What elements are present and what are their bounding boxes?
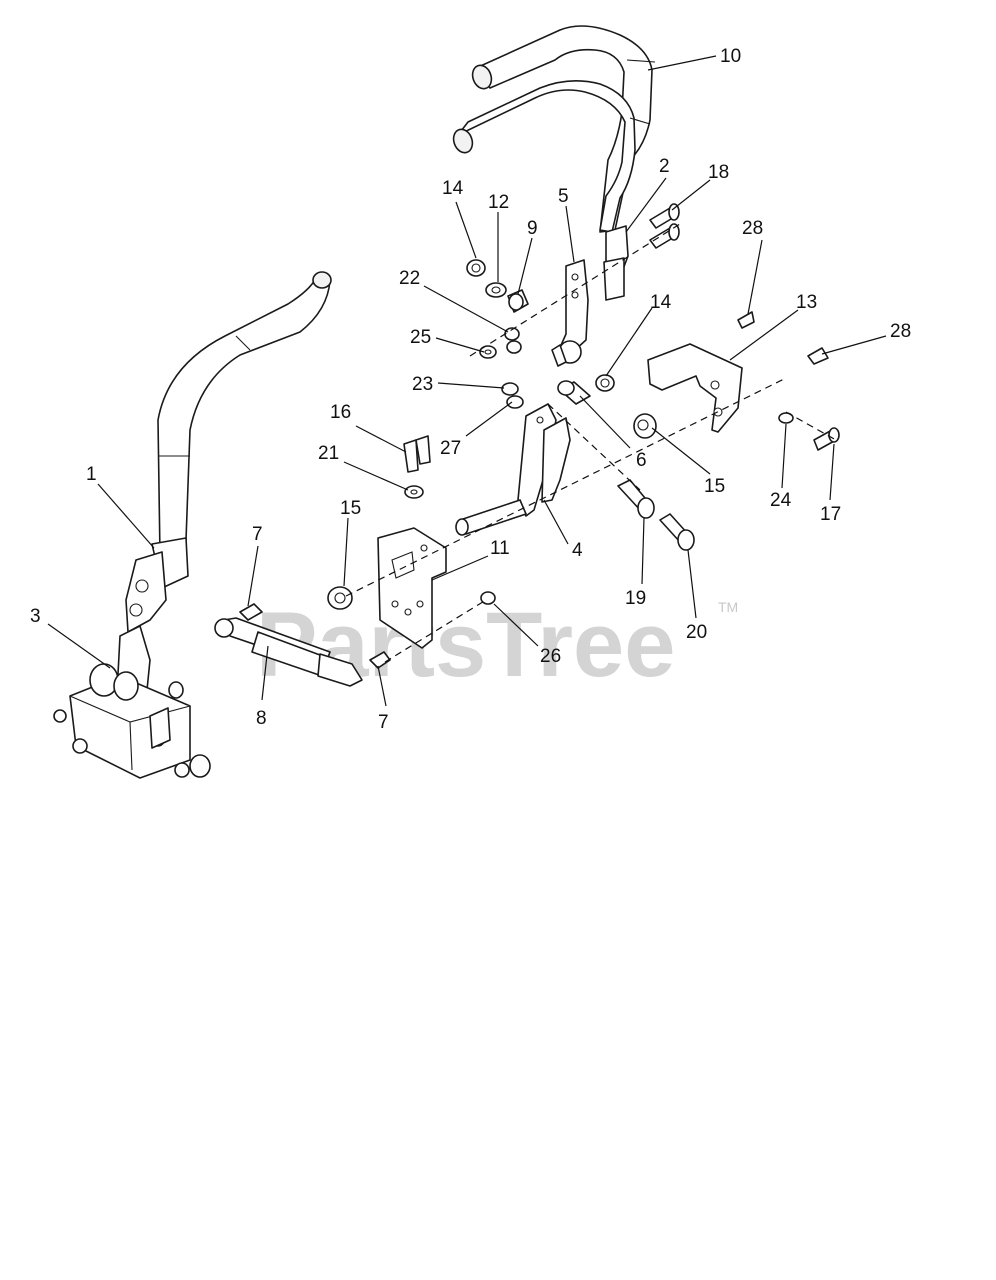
part-15-bushing-right[interactable] (633, 413, 657, 439)
part-20-pin[interactable] (659, 513, 695, 551)
callout-5: 5 (558, 186, 569, 207)
callout-6: 6 (636, 450, 647, 471)
callout-11: 11 (490, 538, 510, 559)
part-18-bolts[interactable] (649, 203, 680, 249)
callout-4: 4 (572, 540, 583, 561)
part-2-handle-mount[interactable] (603, 225, 629, 301)
callout-26: 26 (540, 646, 561, 667)
part-7-ball-stud-bottom[interactable] (369, 651, 391, 669)
part-17-bolt[interactable] (813, 427, 840, 451)
callout-27: 27 (440, 438, 461, 459)
callout-13: 13 (796, 292, 817, 313)
part-3-control-base[interactable] (53, 625, 211, 779)
part-21-washer[interactable] (404, 485, 424, 499)
callout-3: 3 (30, 606, 41, 627)
callout-8: 8 (256, 708, 267, 729)
part-10-handle-bar[interactable] (450, 25, 656, 233)
callout-14-right: 14 (650, 292, 672, 313)
callout-15-right: 15 (704, 476, 725, 497)
part-14-bushing-right[interactable] (595, 374, 615, 392)
callout-25: 25 (410, 327, 431, 348)
part-15-bushing-left[interactable] (327, 586, 353, 610)
callout-19: 19 (625, 588, 646, 609)
callout-15-left: 15 (340, 498, 361, 519)
callout-22: 22 (399, 268, 420, 289)
part-28-bolt-top[interactable] (737, 311, 755, 329)
callout-9: 9 (527, 218, 538, 239)
part-1-handle[interactable] (125, 271, 332, 633)
assembly-axes (345, 223, 837, 663)
part-27-washer[interactable] (506, 395, 524, 409)
callout-24: 24 (770, 490, 792, 511)
part-4-pivot-bracket[interactable] (455, 403, 571, 536)
part-28-bolt-right[interactable] (807, 347, 829, 365)
part-7-ball-stud-top[interactable] (239, 603, 263, 621)
part-12-washer[interactable] (485, 282, 507, 298)
callout-20: 20 (686, 622, 707, 643)
part-24-washer[interactable] (778, 412, 794, 424)
part-23-nut[interactable] (501, 382, 519, 396)
callout-23: 23 (412, 374, 433, 395)
callout-12: 12 (488, 192, 509, 213)
part-13-u-bracket[interactable] (647, 343, 743, 433)
callout-18: 18 (708, 162, 729, 183)
part-5-lever-arm[interactable] (551, 259, 589, 367)
callout-28-right: 28 (890, 321, 911, 342)
part-25-clip[interactable] (479, 345, 497, 359)
part-8-damper[interactable] (214, 617, 363, 687)
callout-21: 21 (318, 443, 339, 464)
watermark-trademark: TM (718, 599, 738, 615)
callout-2: 2 (659, 156, 670, 177)
callout-10: 10 (720, 46, 741, 67)
callout-7-bottom: 7 (378, 712, 389, 733)
callout-1: 1 (86, 464, 97, 485)
watermark: PartsTree TM (256, 594, 738, 696)
callout-labels: 10 2 18 5 14 12 9 22 25 14 28 13 28 23 2… (30, 46, 911, 733)
part-16-bolts[interactable] (403, 435, 431, 473)
callout-28-top: 28 (742, 218, 763, 239)
watermark-brand: PartsTree (256, 594, 675, 696)
part-14-bushing-top[interactable] (466, 259, 486, 277)
part-19-pin[interactable] (617, 479, 655, 519)
callout-14-top: 14 (442, 178, 464, 199)
callout-7-top: 7 (252, 524, 263, 545)
callout-16: 16 (330, 402, 351, 423)
part-9-spacer[interactable] (507, 289, 529, 313)
leader-lines (47, 55, 887, 707)
part-26-nut[interactable] (480, 591, 496, 605)
callout-17: 17 (820, 504, 841, 525)
part-11-mounting-plate[interactable] (377, 527, 447, 649)
